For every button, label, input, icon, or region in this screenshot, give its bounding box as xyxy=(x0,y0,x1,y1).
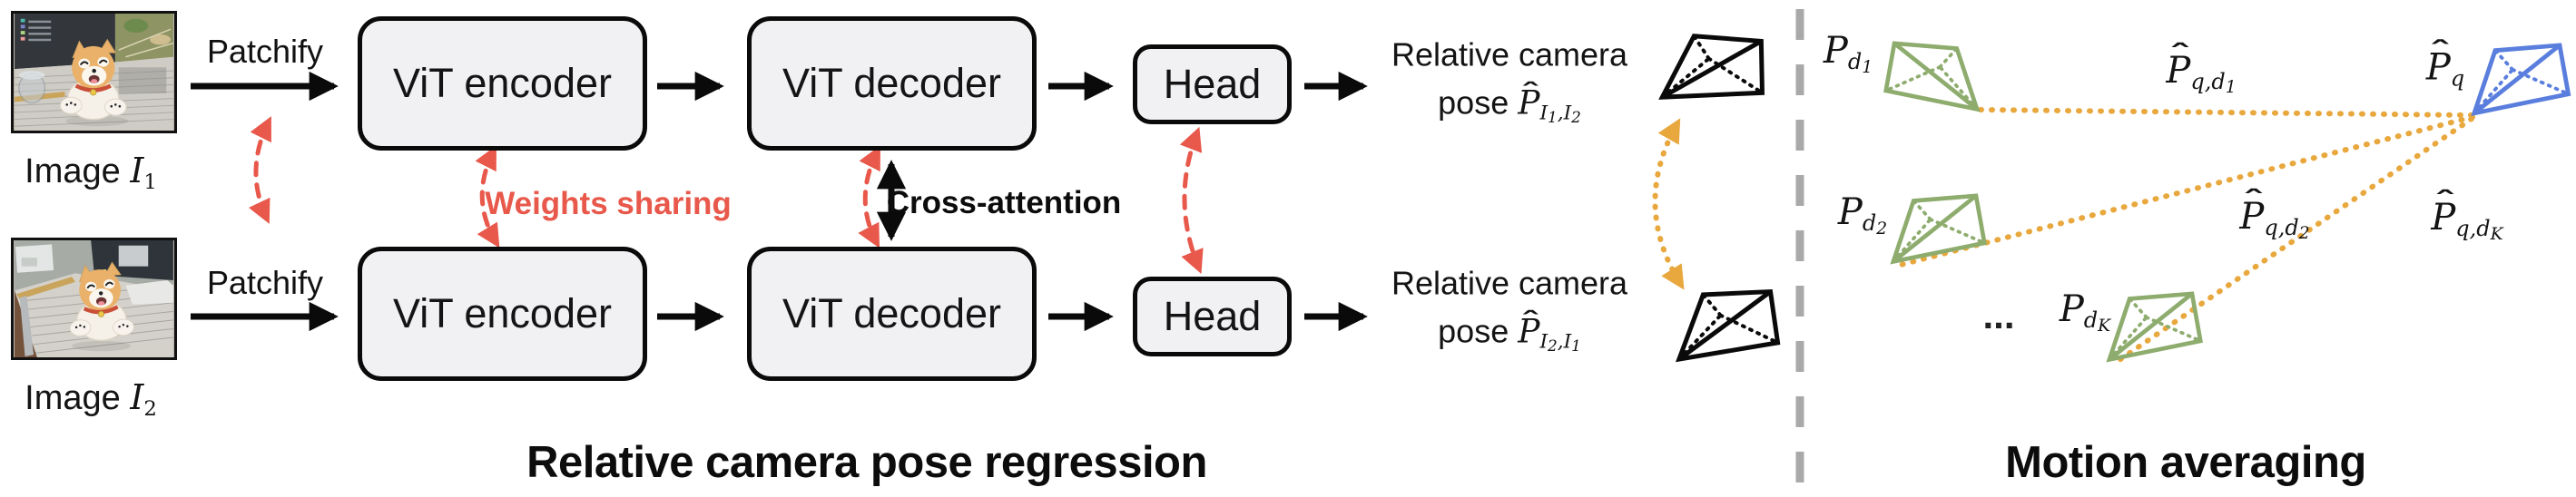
vit-encoder-label: ViT encoder xyxy=(393,290,612,336)
vit-encoder-box-top: ViT encoder xyxy=(358,16,647,151)
camera-frustum-icon xyxy=(1679,288,1780,363)
camera-frustum-icon xyxy=(2109,294,2200,360)
pose-label-pd2: Pd2 xyxy=(1837,190,1888,239)
pose-label-pd1: Pd1 xyxy=(1823,29,1873,78)
head-label: Head xyxy=(1163,293,1262,339)
patchify-label-bottom: Patchify xyxy=(206,264,324,301)
ellipsis-label: ... xyxy=(1982,294,2015,336)
relative-pose-edges xyxy=(1894,107,2475,366)
input-photo-2 xyxy=(11,238,177,360)
camera-frustum-icon xyxy=(1886,44,1977,110)
vit-decoder-label: ViT decoder xyxy=(782,290,1001,336)
weights-sharing-label: Weights sharing xyxy=(485,186,732,221)
head-label: Head xyxy=(1163,61,1262,107)
pose-line1: Relative camera xyxy=(1391,264,1628,302)
vit-encoder-box-bottom: ViT encoder xyxy=(358,247,647,381)
left-section-caption: Relative camera pose regression xyxy=(526,438,1207,487)
camera-frustum-icon xyxy=(1662,27,1770,112)
head-box-bottom: Head xyxy=(1133,277,1292,356)
camera-frustum-icon xyxy=(1893,196,1984,262)
pose-pair-arrow xyxy=(1652,118,1685,290)
input-photo-1 xyxy=(11,11,177,133)
head-box-top: Head xyxy=(1133,44,1292,124)
camera-frustum-icon xyxy=(2474,45,2569,113)
pose-label-pdk: PdK xyxy=(2059,287,2111,336)
pose-line1: Relative camera xyxy=(1391,35,1628,73)
image2-label: Image I2 xyxy=(25,377,157,421)
vit-decoder-box-bottom: ViT decoder xyxy=(747,247,1037,381)
weight-sharing-arrows xyxy=(248,116,1204,275)
vit-encoder-label: ViT encoder xyxy=(393,60,612,106)
right-section-caption: Motion averaging xyxy=(2005,438,2366,487)
cross-attention-label: Cross-attention xyxy=(886,185,1122,220)
vit-decoder-label: ViT decoder xyxy=(782,60,1001,106)
patchify-label-top: Patchify xyxy=(206,33,324,70)
vit-decoder-box-top: ViT decoder xyxy=(747,16,1037,151)
image1-label: Image I1 xyxy=(25,151,157,194)
